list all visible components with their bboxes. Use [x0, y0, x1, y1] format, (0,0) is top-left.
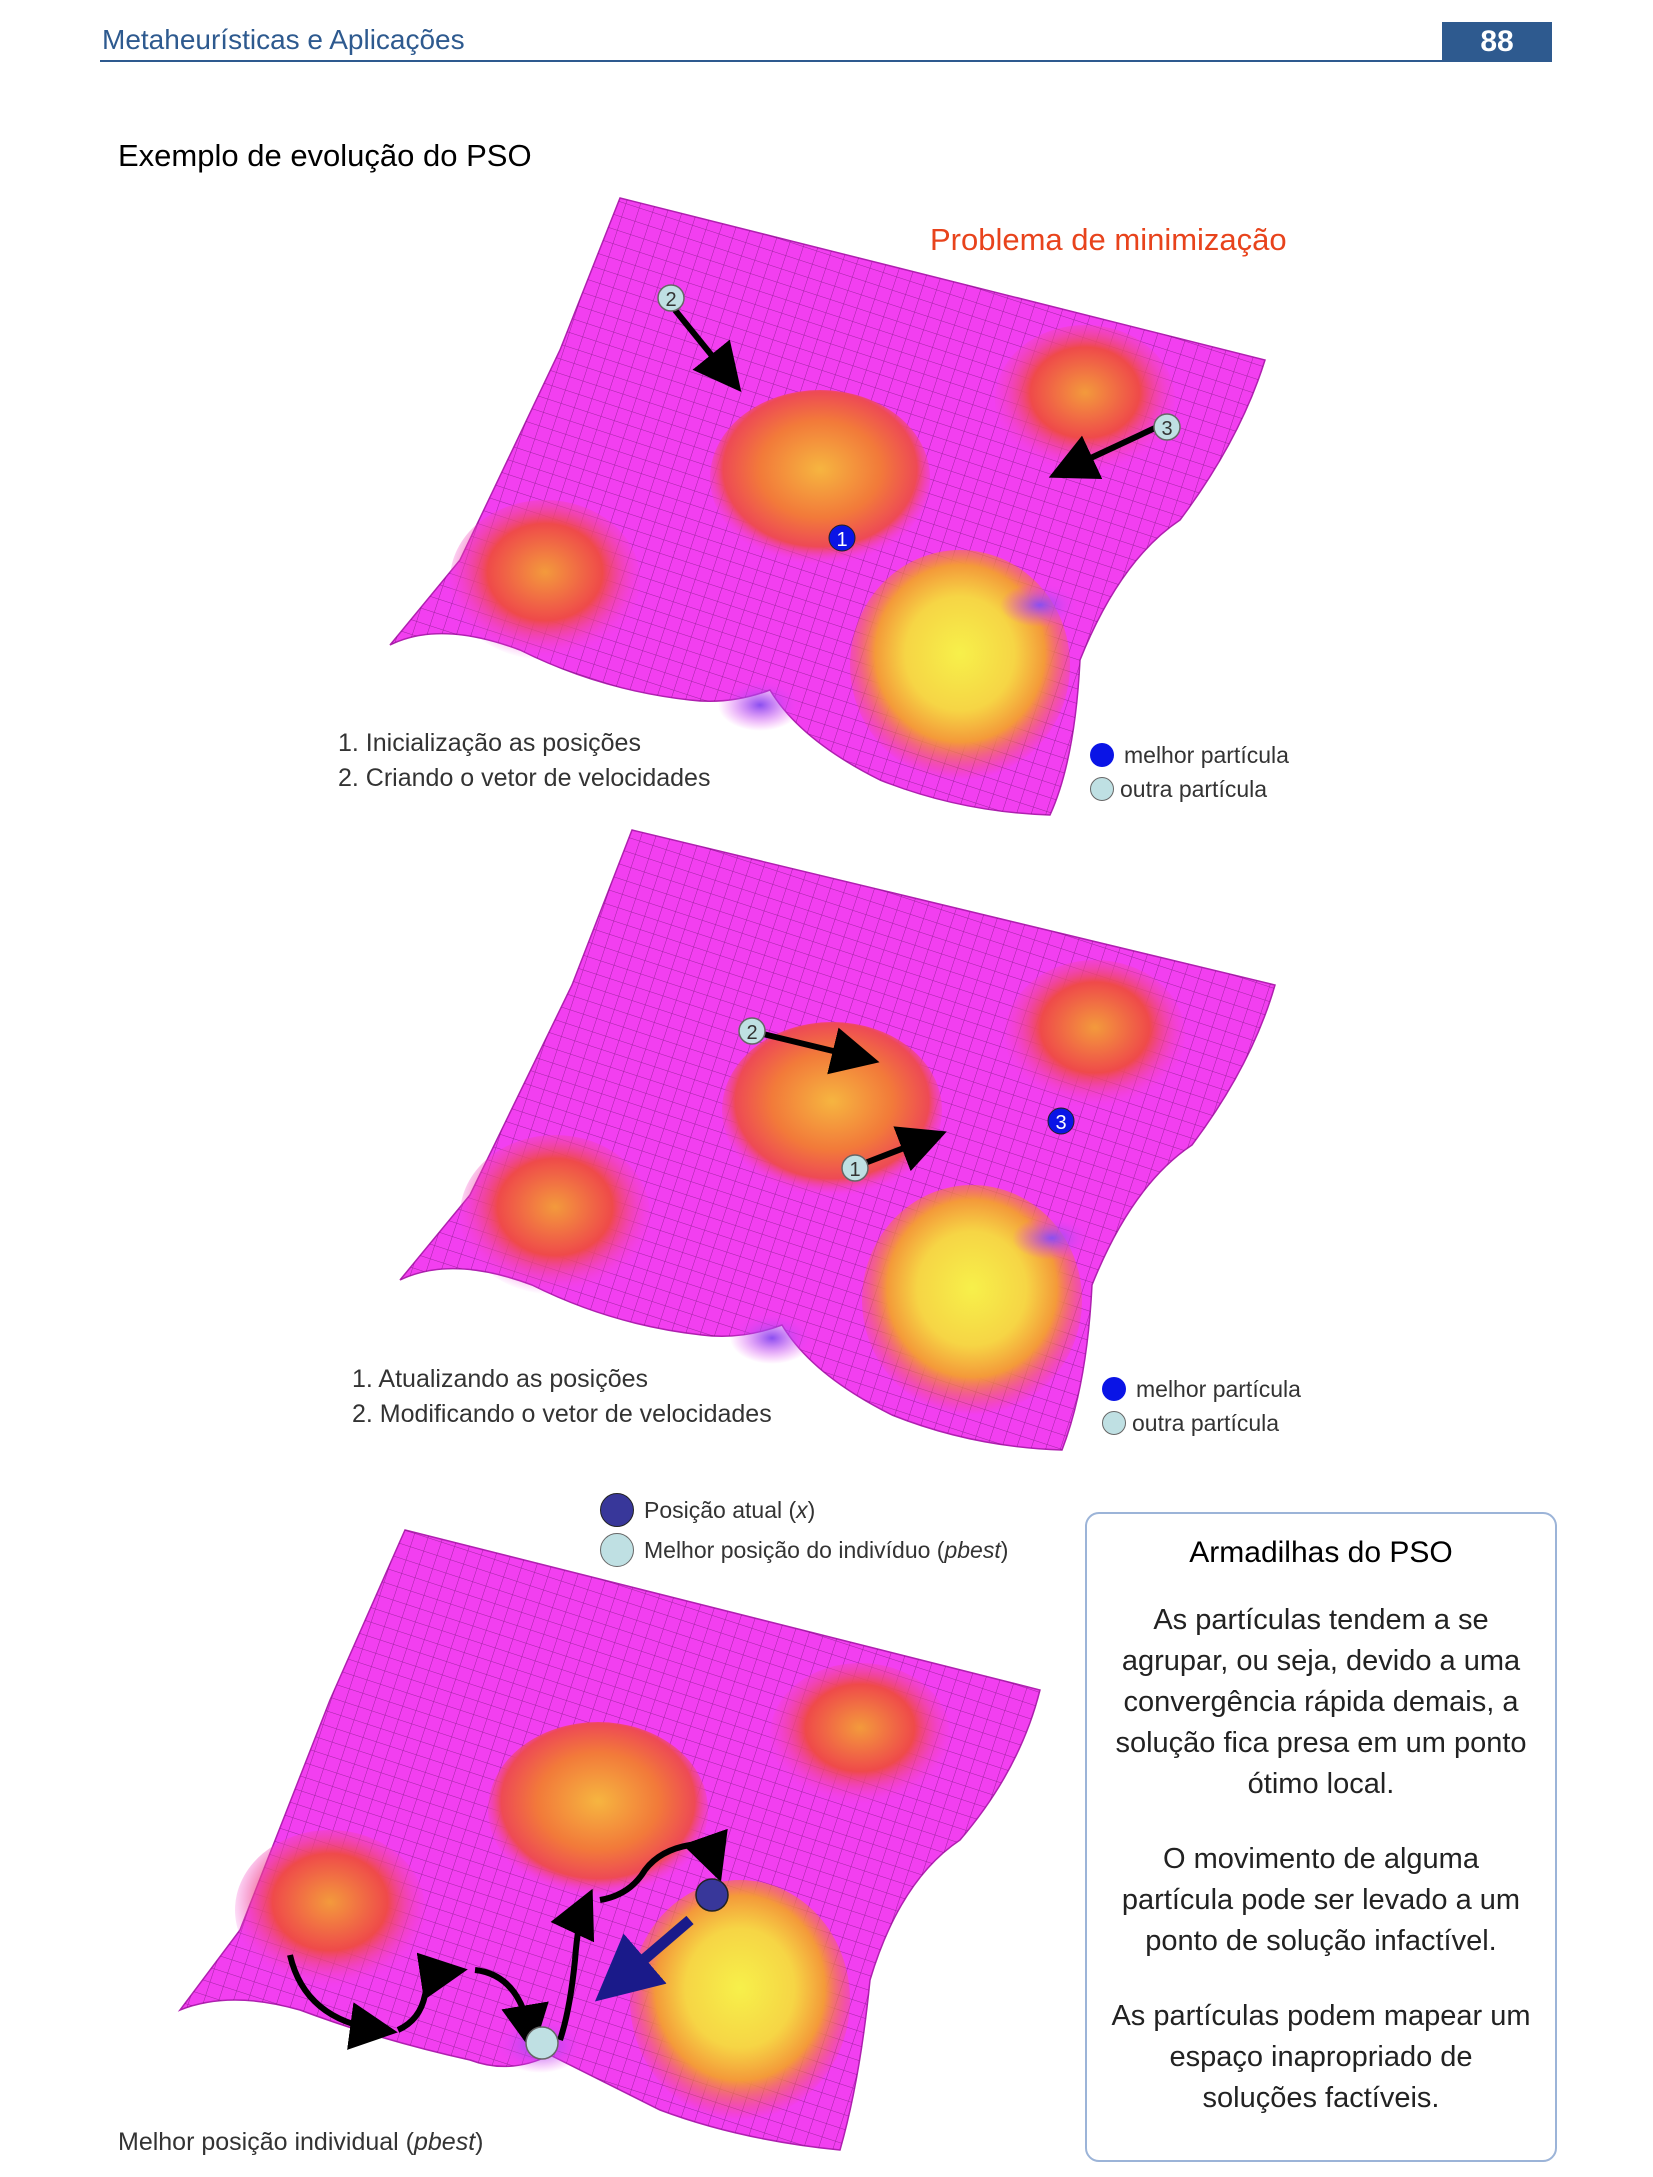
legend-other: outra partícula	[1102, 1406, 1301, 1440]
running-header-title: Metaheurísticas e Aplicações	[102, 24, 465, 55]
particle-2: 2	[738, 1017, 766, 1045]
pso-surface-figure-2: 2 1 3	[399, 829, 1276, 1451]
header-rule	[100, 60, 1552, 62]
legend-current-label: Posição atual (x)	[644, 1496, 816, 1523]
step-2: 2. Criando o vetor de velocidades	[338, 764, 711, 792]
particle-1-label: 1	[836, 529, 847, 551]
particle-1-label: 1	[849, 1159, 860, 1181]
step-2: 2. Modificando o vetor de velocidades	[352, 1400, 772, 1428]
best-particle-icon	[1102, 1377, 1126, 1401]
pso-surface-figure-1: 2 3 1	[389, 197, 1266, 816]
figure1-legend: melhor partícula outra partícula	[1090, 738, 1289, 806]
legend-other-label: outra partícula	[1132, 1409, 1280, 1436]
step-1: 1. Atualizando as posições	[352, 1365, 649, 1393]
particle-1: 1	[841, 1154, 869, 1182]
legend-other-label: outra partícula	[1120, 775, 1268, 802]
particle-1-best: 1	[828, 524, 856, 552]
pbest-marker	[525, 2026, 559, 2060]
section-title: Exemplo de evolução do PSO	[118, 138, 532, 173]
figure2-steps: 1. Atualizando as posições 2. Modificand…	[352, 1362, 772, 1432]
other-particle-icon	[1102, 1411, 1126, 1435]
figure3-caption: Melhor posição individual (pbest)	[118, 2128, 484, 2156]
figure3-legend: Posição atual (x) Melhor posição do indi…	[600, 1490, 1008, 1570]
particle-2-label: 2	[746, 1022, 757, 1044]
legend-best-label: melhor partícula	[1124, 741, 1289, 768]
legend-best-label: melhor partícula	[1136, 1375, 1301, 1402]
particle-3-label: 3	[1055, 1112, 1066, 1134]
legend-pbest: Melhor posição do indivíduo (pbest)	[600, 1530, 1008, 1570]
figure2-legend: melhor partícula outra partícula	[1102, 1372, 1301, 1440]
traps-paragraph-2: O movimento de alguma partícula pode ser…	[1121, 1843, 1521, 1957]
other-particle-icon	[1090, 777, 1114, 801]
traps-paragraph-1: As partículas tendem a se agrupar, ou se…	[1115, 1604, 1527, 1800]
pbest-icon	[600, 1533, 634, 1567]
pso-traps-box: Armadilhas do PSO As partículas tendem a…	[1085, 1512, 1557, 2162]
legend-best: melhor partícula	[1102, 1372, 1301, 1406]
legend-other: outra partícula	[1090, 772, 1289, 806]
minimization-label: Problema de minimização	[930, 222, 1287, 257]
legend-current-position: Posição atual (x)	[600, 1490, 1008, 1530]
page-number: 88	[1442, 22, 1552, 62]
step-1: 1. Inicialização as posições	[338, 729, 641, 757]
particle-3-label: 3	[1161, 418, 1172, 440]
particle-3-best: 3	[1047, 1107, 1075, 1135]
particle-3: 3	[1153, 413, 1181, 441]
current-position-marker	[695, 1878, 729, 1912]
traps-paragraph-3: As partículas podem mapear um espaço ina…	[1111, 2000, 1531, 2114]
legend-best: melhor partícula	[1090, 738, 1289, 772]
traps-title: Armadilhas do PSO	[1189, 1536, 1453, 1569]
current-position-icon	[600, 1493, 634, 1527]
particle-2-label: 2	[665, 289, 676, 311]
best-particle-icon	[1090, 743, 1114, 767]
figure1-steps: 1. Inicialização as posições 2. Criando …	[338, 726, 710, 796]
particle-2: 2	[657, 284, 685, 312]
legend-pbest-label: Melhor posição do indivíduo (pbest)	[644, 1536, 1009, 1563]
